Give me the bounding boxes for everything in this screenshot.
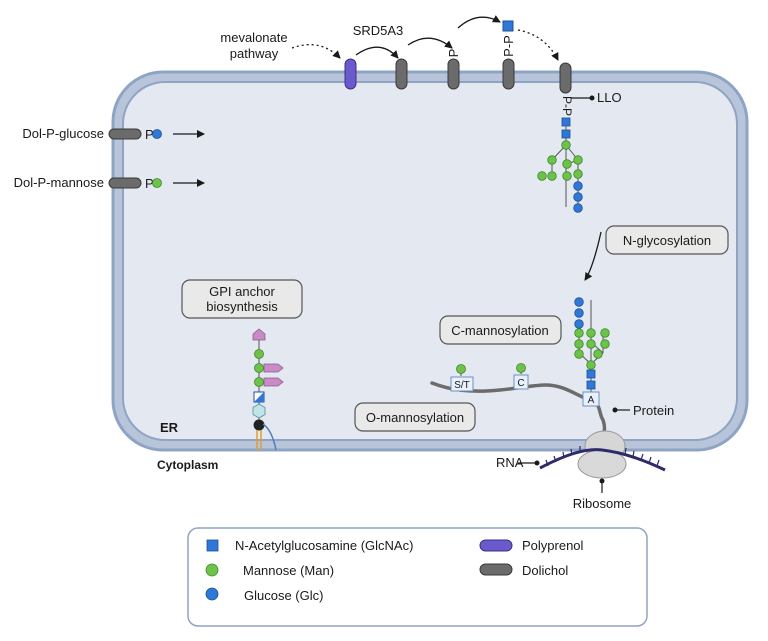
n-glycosylation-label: N-glycosylation: [623, 233, 711, 248]
rna-strand: [539, 448, 666, 472]
phosphorylation-arrow: [407, 37, 453, 49]
legend-dolichol-symbol: [479, 563, 513, 576]
o-mannosylation-box: O-mannosylation: [354, 402, 476, 432]
protein-label: Protein: [633, 403, 674, 418]
c-mannosylation-label: C-mannosylation: [451, 323, 549, 338]
llo-glycan: P-P: [537, 96, 583, 213]
gpi-anchor-label-line2: biosynthesis: [206, 299, 278, 314]
dol-p-glucose-phosphate: P: [145, 127, 154, 142]
dolichol-lipid-llo: [559, 62, 572, 94]
srd5a3-arrow: [355, 46, 399, 59]
dol-p-glucose-sugar: [152, 129, 162, 139]
llo-glcnac-1: [561, 117, 571, 127]
mevalonate-label-line1: mevalonate: [220, 30, 287, 45]
legend-mannose-label: Mannose (Man): [243, 563, 334, 578]
dol-p-mannose-phosphate: P: [145, 176, 154, 191]
er-compartment: [111, 70, 749, 452]
legend-glcnac-symbol: [206, 539, 219, 552]
legend-glcnac-label: N-Acetylglucosamine (GlcNAc): [235, 538, 413, 553]
cytoplasm-label: Cytoplasm: [157, 458, 218, 472]
protein-chain: [430, 381, 607, 444]
dol-p-glucose-label: Dol-P-glucose: [22, 126, 104, 141]
llo-mannose: [547, 171, 557, 181]
o-mannose-sugar: [456, 364, 466, 374]
llo-mannose: [547, 155, 557, 165]
glcnac-transfer-arrow: [457, 15, 501, 29]
legend-glucose-symbol: [205, 587, 219, 601]
dol-p-mannose-sugar: [152, 178, 162, 188]
legend-polyprenol-symbol: [479, 539, 513, 552]
llo-glucose: [573, 203, 583, 213]
llo-glucose: [573, 181, 583, 191]
mevalonate-label-line2: pathway: [230, 46, 279, 61]
o-mannosylation-label: O-mannosylation: [366, 410, 464, 425]
a-residue-label: A: [588, 395, 595, 406]
rna-label: RNA: [496, 455, 524, 470]
c-mannosylation-box: C-mannosylation: [439, 315, 562, 345]
llo-mannose: [561, 140, 571, 150]
legend-polyprenol-label: Polyprenol: [522, 538, 584, 553]
dolichol-lipid-1: [395, 58, 408, 90]
dol-p-mannose-label: Dol-P-mannose: [14, 175, 104, 190]
llo-mannose: [562, 171, 572, 181]
dol-p-mannose-lipid: [108, 177, 142, 189]
phosphate-label: P: [446, 49, 461, 58]
legend-mannose-symbol: [205, 563, 219, 577]
n-glycan: [574, 297, 610, 392]
dol-p-glucose-lipid: [108, 128, 142, 140]
c-residue: [513, 374, 529, 390]
st-residue-label: S/T: [454, 380, 470, 391]
gpi-anchor-label-line1: GPI anchor: [209, 284, 275, 299]
c-mannose-sugar: [516, 363, 526, 373]
llo-glcnac-2: [561, 129, 571, 139]
legend: N-Acetylglucosamine (GlcNAc) Mannose (Ma…: [187, 527, 648, 627]
gpi-anchor-structure: [252, 328, 284, 451]
flip-arrow: [517, 29, 559, 61]
llo-label: LLO: [597, 90, 622, 105]
gpi-anchor-box: GPI anchor biosynthesis: [181, 279, 303, 319]
legend-dolichol-label: Dolichol: [522, 563, 568, 578]
polyprenol-lipid: [344, 58, 357, 90]
st-residue: [450, 376, 474, 392]
llo-pointer-dot: [589, 95, 595, 101]
srd5a3-label: SRD5A3: [353, 23, 404, 38]
mevalonate-arrow: [291, 44, 341, 59]
c-residue-label: C: [517, 378, 524, 389]
llo-glucose: [573, 192, 583, 202]
er-label: ER: [160, 420, 179, 435]
a-residue: [582, 391, 600, 407]
dolichol-lipid-3: [502, 58, 515, 90]
pyrophosphate-label: P-P: [501, 35, 516, 57]
dolichol-lipid-2: [447, 58, 460, 90]
llo-mannose: [573, 155, 583, 165]
ribosome-label: Ribosome: [573, 496, 632, 511]
llo-mannose: [562, 159, 572, 169]
llo-pyrophosphate-label: P-P: [560, 96, 574, 116]
llo-mannose: [573, 169, 583, 179]
n-glycosylation-arrow: [584, 231, 602, 281]
llo-mannose: [537, 171, 547, 181]
rna-bases: [545, 446, 660, 467]
n-glycosylation-box: N-glycosylation: [605, 225, 729, 255]
legend-glucose-label: Glucose (Glc): [244, 588, 323, 603]
glcnac-square: [502, 20, 514, 32]
